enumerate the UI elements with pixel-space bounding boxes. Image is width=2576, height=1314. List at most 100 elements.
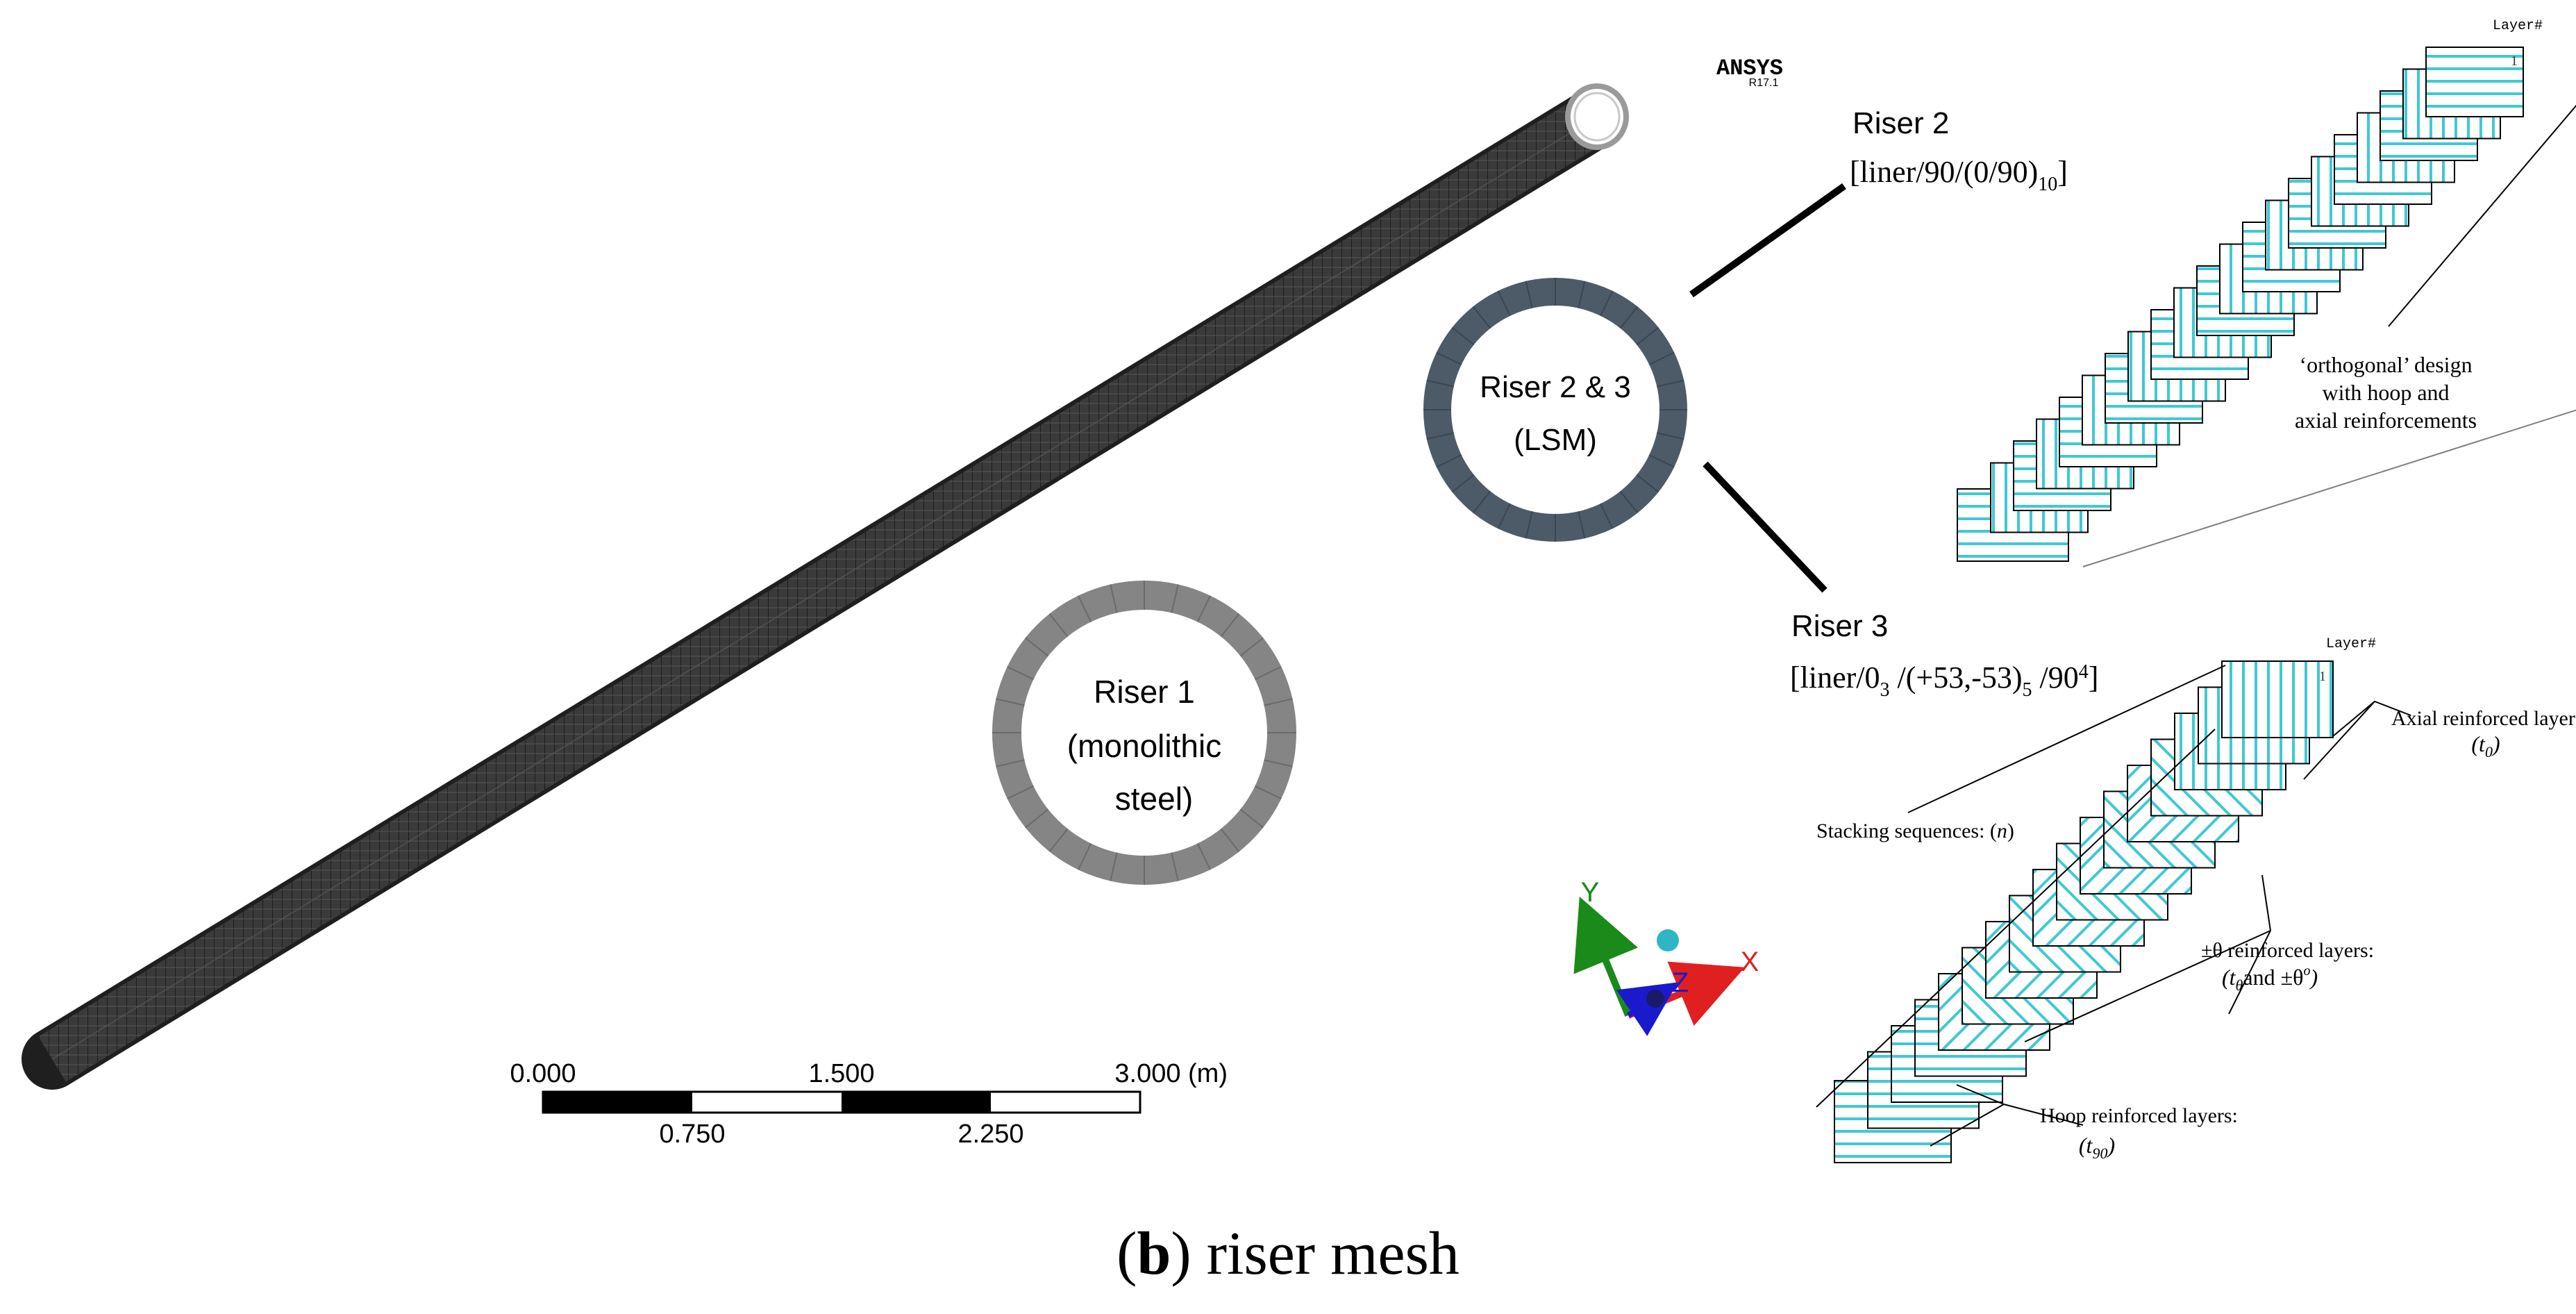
ring-mesh-division: [1025, 637, 1049, 657]
riser3-layup-p4: ]: [2089, 660, 2099, 695]
riser3-layup-p3: /90: [2032, 660, 2079, 695]
theta-label: ±θ reinforced layers:: [2201, 939, 2374, 962]
riser2-layup-sub: 10: [2038, 174, 2057, 195]
ring-mesh-division: [1171, 584, 1179, 613]
stack-bottom: 1716151413121110987654321: [1834, 660, 2334, 1163]
ring-mesh-division: [1436, 454, 1462, 468]
ring-mesh-division: [1196, 595, 1211, 622]
ansys-logo: ANSYS: [1716, 56, 1783, 81]
ring-mesh-division: [1239, 808, 1264, 829]
ring-mesh-division: [1255, 785, 1282, 799]
ring-mesh-division: [1600, 290, 1614, 317]
axis-view-ball: [1657, 929, 1679, 951]
ring-mesh-division: [1497, 290, 1511, 317]
stacking-seq-label: Stacking sequences: (n): [1816, 820, 2014, 842]
ring-mesh-division: [1578, 281, 1586, 308]
hoop-label: Hoop reinforced layers:: [2040, 1104, 2238, 1127]
stack-bottom-layer: [2221, 660, 2334, 738]
ring-mesh-division: [1264, 698, 1293, 706]
ring-mesh-division: [1196, 843, 1211, 870]
ring-mesh-division: [1497, 503, 1511, 529]
ring-mesh-division: [1110, 852, 1118, 881]
ring-mesh-division: [1048, 613, 1069, 638]
stacking-seq-text: Stacking sequences: (: [1816, 820, 1997, 842]
stack-bottom-header: Layer#: [2326, 636, 2376, 652]
ring-mesh-division: [1525, 511, 1533, 539]
scale-bottom-label-1: 2.250: [957, 1120, 1023, 1149]
caption-bold: b: [1137, 1220, 1171, 1288]
ring-mesh-division: [1578, 511, 1586, 539]
axis-origin: [1646, 990, 1664, 1008]
ring-mesh-division: [1436, 351, 1462, 365]
ring-mesh-division: [1264, 759, 1293, 767]
ring-mesh-division: [1239, 637, 1264, 657]
stack-top-guide-top: [2388, 104, 2576, 327]
axis-x-label: X: [1741, 947, 1759, 977]
ring-mesh-division: [1025, 808, 1049, 829]
riser3-layup-p2: /(+53,-53): [1890, 660, 2023, 695]
ring-mesh-division: [1426, 379, 1454, 388]
riser23-ring: [1423, 278, 1687, 542]
stack-top-note-2: with hoop and: [2322, 380, 2449, 405]
stacking-seq-end: ): [2007, 820, 2014, 842]
riser3-title: Riser 3: [1791, 609, 1888, 643]
ring-mesh-division: [1171, 852, 1179, 881]
stack-top-note-3: axial reinforcements: [2295, 408, 2477, 433]
riser1-label-line1: Riser 1: [1094, 674, 1195, 710]
stack-top-note-1: ‘orthogonal’ design: [2299, 352, 2472, 377]
riser2-layup-base: [liner/90/(0/90): [1850, 155, 2038, 189]
ring-mesh-division: [1451, 326, 1475, 346]
riser3-layup-s1: 3: [1880, 679, 1890, 701]
stack-bottom-layer-number: 1: [2319, 669, 2326, 684]
connector-riser3: [1703, 461, 1828, 593]
stack-top-layer: [2425, 47, 2524, 117]
theta-var: (tθand ±θo): [2222, 963, 2318, 994]
ring-mesh-division: [1255, 666, 1282, 681]
scale-bottom-label-0: 0.750: [659, 1120, 725, 1149]
stack-top: 212019181716151413121110987654321: [1957, 47, 2524, 562]
scale-top-label-0: 0.000: [510, 1059, 576, 1088]
riser3-layup-p1: [liner/0: [1790, 660, 1880, 695]
stack-bottom-leaders: [1816, 665, 2411, 1147]
riser3-layup-s3: 4: [2079, 661, 2089, 683]
riser23-label-line1: Riser 2 & 3: [1480, 370, 1631, 404]
ring-mesh-division: [996, 759, 1025, 767]
axial-label: Axial reinforced layers: [2391, 707, 2576, 730]
figure-caption: (b) riser mesh: [0, 1219, 2576, 1289]
stack-top-guide-bottom: [2082, 409, 2576, 567]
ring-mesh-division: [1648, 351, 1675, 365]
riser3-layup: [liner/03 /(+53,-53)5 /904]: [1790, 660, 2098, 701]
caption-open: (: [1116, 1220, 1137, 1288]
ring-mesh-division: [1472, 306, 1491, 329]
hoop-var: (t90): [2079, 1133, 2115, 1162]
axis-y-label: Y: [1581, 877, 1600, 908]
scale-bar-seg3: [842, 1092, 991, 1113]
ring-mesh-division: [1078, 843, 1092, 870]
ansys-version: R17.1: [1749, 77, 1779, 89]
ring-mesh-division: [1007, 785, 1034, 799]
axis-y-arrow: [1573, 896, 1639, 1017]
ring-mesh-division: [1636, 326, 1659, 346]
scale-top-label-2: 3.000 (m): [1114, 1059, 1228, 1088]
ring-mesh-division: [1078, 595, 1092, 622]
ring-mesh-division: [1048, 828, 1069, 852]
ring-mesh-division: [1451, 474, 1475, 493]
riser1-label-line2: (monolithic: [1067, 728, 1221, 764]
ring-mesh-division: [1426, 432, 1454, 440]
riser2-layup-end: ]: [2057, 155, 2068, 189]
ring-mesh-division: [1007, 666, 1034, 681]
ring-mesh-division: [1657, 379, 1684, 388]
ring-mesh-division: [996, 698, 1025, 706]
riser-pipe: [22, 83, 1629, 1090]
ring-mesh-division: [1636, 474, 1659, 493]
ring-mesh-division: [1220, 828, 1240, 852]
ring-mesh-division: [1657, 432, 1684, 440]
ring-mesh-division: [1600, 503, 1614, 529]
riser1-ring: [992, 581, 1296, 885]
scale-top-label-1: 1.500: [808, 1059, 874, 1088]
scale-bar: [542, 1090, 1141, 1114]
riser2-title: Riser 2: [1852, 106, 1949, 140]
riser2-layup: [liner/90/(0/90)10]: [1850, 155, 2068, 195]
riser23-label-line2: (LSM): [1514, 423, 1597, 457]
